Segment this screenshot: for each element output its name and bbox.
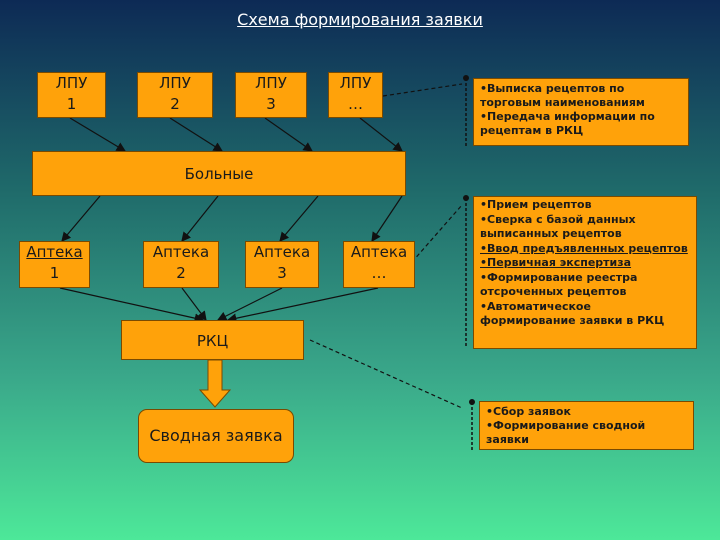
block-arrow-rkc-to-summary: [198, 359, 232, 408]
arrow-lpu2-to-patients: [169, 117, 224, 152]
note-item: •Автоматическое формирование заявки в РК…: [480, 299, 665, 328]
lpu-box-2: ЛПУ 2: [137, 72, 213, 118]
lpu-number: 1: [66, 95, 77, 113]
pharmacy-box-2: Аптека 2: [143, 241, 219, 288]
arrow-lpu1-to-patients: [69, 117, 127, 152]
note-item: •Ввод предъявленных рецептов: [480, 241, 688, 255]
lpu-number: 2: [170, 95, 180, 113]
lpu-box-1: ЛПУ 1: [37, 72, 106, 118]
note-item: •Формирование сводной заявки: [486, 419, 646, 446]
note-item: •Первичная экспертиза: [480, 256, 632, 269]
note-item: •Формирование реестра отсроченных рецепт…: [480, 270, 638, 299]
callout-dot-pharmacy: [463, 195, 469, 201]
arrow-patients-to-pharmacy1: [61, 195, 101, 242]
lpu-label: ЛПУ: [55, 74, 88, 92]
pharmacy-box-4: Аптека …: [343, 241, 415, 288]
arrow-pharmacy2-to-rkc: [181, 287, 207, 321]
summary-label: Сводная заявка: [149, 426, 283, 445]
callout-dot-lpu: [463, 75, 469, 81]
lpu-label: ЛПУ: [339, 74, 372, 92]
callout-line-lpu: [382, 83, 463, 97]
note-rkc: •Сбор заявок •Формирование сводной заявк…: [479, 401, 694, 450]
arrow-patients-to-pharmacy3: [279, 195, 319, 242]
summary-box: Сводная заявка: [138, 409, 294, 463]
arrow-patients-to-pharmacy2: [181, 195, 219, 242]
note-item: •Сверка с базой данных выписанных рецепт…: [480, 212, 636, 241]
lpu-box-3: ЛПУ 3: [235, 72, 307, 118]
arrow-lpu4-to-patients: [359, 117, 403, 152]
rkc-box: РКЦ: [121, 320, 304, 360]
pharmacy-box-1: Аптека 1: [19, 241, 90, 288]
lpu-box-4: ЛПУ …: [328, 72, 383, 118]
note-pharmacy: •Прием рецептов •Сверка с базой данных в…: [473, 196, 697, 349]
pharmacy-box-3: Аптека 3: [245, 241, 319, 288]
arrow-pharmacy1-to-rkc: [59, 287, 205, 323]
pharmacy-number: 3: [277, 264, 287, 282]
rkc-label: РКЦ: [196, 332, 229, 350]
lpu-number: 3: [266, 95, 276, 113]
note-item: •Выписка рецептов по торговым наименован…: [480, 82, 645, 109]
pharmacy-label: Аптека: [253, 243, 311, 261]
note-lpu: •Выписка рецептов по торговым наименован…: [473, 78, 689, 146]
lpu-label: ЛПУ: [159, 74, 191, 92]
note-item: •Передача информации по рецептам в РКЦ: [480, 110, 655, 137]
patients-label: Больные: [184, 165, 254, 183]
diagram-title: Схема формирования заявки: [237, 10, 483, 29]
lpu-label: ЛПУ: [255, 74, 287, 92]
lpu-number: …: [348, 95, 363, 113]
callout-dot-rkc: [469, 399, 475, 405]
pharmacy-label: Аптека: [350, 243, 408, 261]
callout-line-rkc: [309, 339, 463, 409]
arrow-patients-to-pharmacy4: [371, 195, 403, 242]
patients-box: Больные: [32, 151, 406, 196]
arrow-pharmacy4-to-rkc: [226, 287, 379, 323]
note-item: •Сбор заявок: [486, 405, 571, 418]
callout-line-pharmacy: [411, 204, 463, 263]
pharmacy-number: …: [371, 264, 387, 282]
arrow-lpu3-to-patients: [264, 117, 313, 152]
pharmacy-number: 1: [49, 264, 60, 282]
pharmacy-label: Аптека: [152, 243, 210, 261]
note-item: •Прием рецептов: [480, 198, 592, 211]
pharmacy-number: 2: [176, 264, 186, 282]
pharmacy-label: Аптека: [26, 243, 83, 261]
